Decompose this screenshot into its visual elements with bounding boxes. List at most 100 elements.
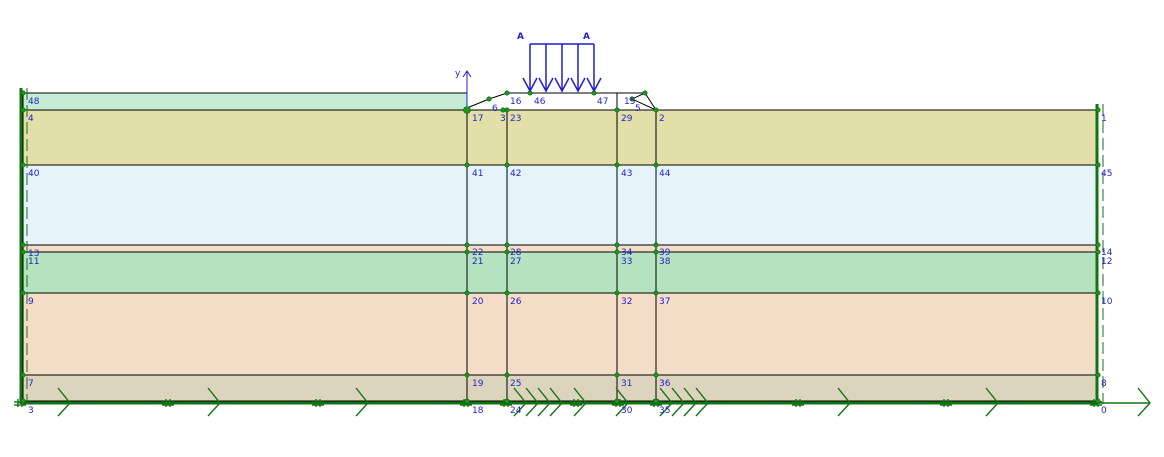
node-label: 23 bbox=[510, 114, 521, 124]
node[interactable] bbox=[463, 106, 471, 114]
node-label: 44 bbox=[659, 169, 671, 179]
node[interactable] bbox=[20, 249, 26, 255]
node-label: 15 bbox=[624, 97, 635, 107]
node-label: 39 bbox=[659, 248, 671, 258]
node-label: 30 bbox=[621, 406, 633, 416]
node[interactable] bbox=[20, 90, 26, 96]
node-label: 7 bbox=[28, 379, 34, 389]
node[interactable] bbox=[653, 290, 659, 296]
embankment[interactable] bbox=[467, 93, 656, 110]
fixity-arrow bbox=[573, 387, 587, 417]
node-label: 47 bbox=[597, 97, 608, 107]
load-label-right: A bbox=[583, 32, 590, 42]
fixity-arrow bbox=[615, 387, 629, 417]
node[interactable] bbox=[1095, 249, 1101, 255]
soil-layer-3-thin[interactable] bbox=[23, 245, 1098, 252]
node[interactable] bbox=[504, 107, 510, 113]
fixity-hatch bbox=[570, 399, 582, 407]
node[interactable] bbox=[653, 107, 659, 113]
node[interactable] bbox=[614, 290, 620, 296]
node[interactable] bbox=[464, 242, 470, 248]
node[interactable] bbox=[20, 107, 26, 113]
node[interactable] bbox=[1095, 162, 1101, 168]
node[interactable] bbox=[464, 398, 470, 404]
node[interactable] bbox=[504, 290, 510, 296]
node-label: 35 bbox=[659, 406, 670, 416]
node[interactable] bbox=[1095, 242, 1101, 248]
soil-layer-top-thin[interactable] bbox=[23, 93, 467, 110]
node[interactable] bbox=[20, 290, 26, 296]
node[interactable] bbox=[653, 372, 659, 378]
node[interactable] bbox=[504, 249, 510, 255]
node-label: 48 bbox=[28, 97, 40, 107]
fixity-hatch bbox=[162, 399, 174, 407]
node[interactable] bbox=[1095, 290, 1101, 296]
node[interactable] bbox=[527, 90, 533, 96]
node[interactable] bbox=[464, 249, 470, 255]
fixity-hatch bbox=[792, 399, 804, 407]
fixity-hatch bbox=[940, 399, 952, 407]
node[interactable] bbox=[504, 242, 510, 248]
node[interactable] bbox=[20, 242, 26, 248]
node[interactable] bbox=[642, 90, 648, 96]
node[interactable] bbox=[504, 372, 510, 378]
node[interactable] bbox=[20, 398, 26, 404]
node[interactable] bbox=[614, 162, 620, 168]
fixity-arrow bbox=[985, 387, 999, 417]
y-axis-label: y bbox=[455, 69, 461, 79]
node-label: 10 bbox=[1101, 297, 1113, 307]
node[interactable] bbox=[653, 249, 659, 255]
node[interactable] bbox=[486, 96, 492, 102]
nodes[interactable] bbox=[20, 90, 1101, 404]
node-label: 45 bbox=[1101, 169, 1112, 179]
node[interactable] bbox=[20, 372, 26, 378]
fixity-arrow bbox=[671, 387, 685, 417]
node-label: 11 bbox=[28, 257, 39, 267]
soil-layer-1[interactable] bbox=[23, 110, 1098, 165]
node[interactable] bbox=[614, 372, 620, 378]
node-label: 17 bbox=[472, 114, 483, 124]
node-label: 22 bbox=[472, 248, 483, 258]
node-label: 9 bbox=[28, 297, 34, 307]
node[interactable] bbox=[653, 162, 659, 168]
node[interactable] bbox=[653, 242, 659, 248]
node-label: 41 bbox=[472, 169, 483, 179]
node[interactable] bbox=[614, 249, 620, 255]
node-label: 43 bbox=[621, 169, 632, 179]
node-label: 36 bbox=[659, 379, 671, 389]
y-axis bbox=[462, 70, 472, 106]
node[interactable] bbox=[629, 96, 635, 102]
node[interactable] bbox=[464, 372, 470, 378]
node[interactable] bbox=[20, 162, 26, 168]
node-label: 3 bbox=[500, 114, 506, 124]
node[interactable] bbox=[614, 107, 620, 113]
node[interactable] bbox=[504, 398, 510, 404]
soil-layer-6[interactable] bbox=[23, 375, 1098, 401]
node[interactable] bbox=[591, 90, 597, 96]
node[interactable] bbox=[1095, 398, 1101, 404]
fixity-arrow bbox=[683, 387, 697, 417]
soil-layer-2[interactable] bbox=[23, 165, 1098, 245]
node[interactable] bbox=[464, 290, 470, 296]
node[interactable] bbox=[504, 90, 510, 96]
node[interactable] bbox=[653, 398, 659, 404]
soil-layer-5[interactable] bbox=[23, 293, 1098, 375]
node[interactable] bbox=[464, 162, 470, 168]
node[interactable] bbox=[614, 398, 620, 404]
node-label: 29 bbox=[621, 114, 633, 124]
fixity-arrow bbox=[1137, 387, 1151, 417]
node[interactable] bbox=[1095, 372, 1101, 378]
node-label: 31 bbox=[621, 379, 632, 389]
fixity-arrow bbox=[57, 387, 71, 417]
node[interactable] bbox=[504, 162, 510, 168]
node-label: 28 bbox=[510, 248, 522, 258]
node[interactable] bbox=[1095, 107, 1101, 113]
node-label: 1 bbox=[1101, 114, 1107, 124]
node[interactable] bbox=[614, 242, 620, 248]
node-label: 4 bbox=[28, 114, 34, 124]
node-label: 6 bbox=[492, 104, 498, 114]
distributed-load[interactable] bbox=[522, 43, 602, 93]
soil-layer-4[interactable] bbox=[23, 252, 1098, 293]
